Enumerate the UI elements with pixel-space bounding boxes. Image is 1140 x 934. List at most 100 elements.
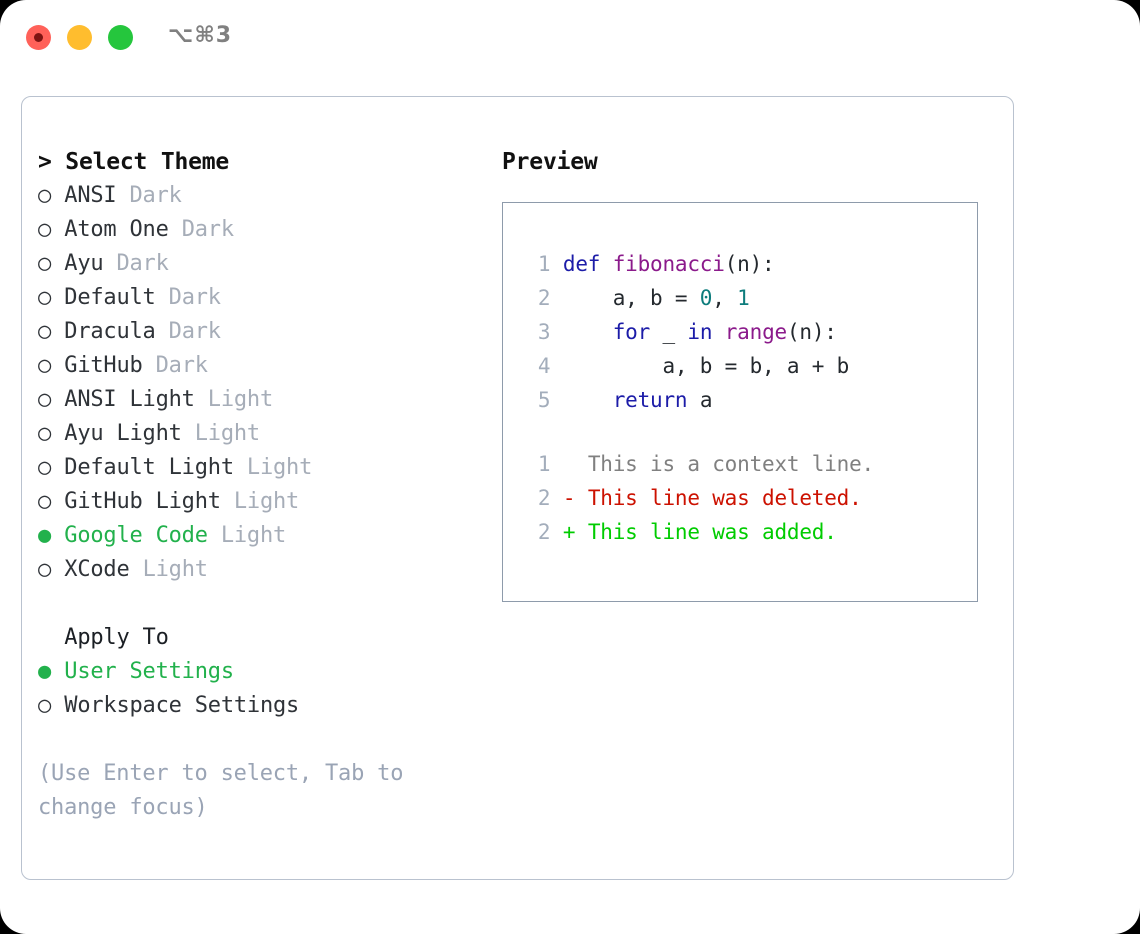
theme-name-label: ANSI [64, 183, 117, 208]
main-panel: > Select Theme ○ ANSI Dark○ Atom One Dar… [21, 96, 1014, 880]
radio-unselected-icon[interactable]: ○ [38, 183, 52, 208]
radio-unselected-icon[interactable]: ○ [38, 557, 52, 582]
code-line: 4 a, b = b, a + b [525, 349, 977, 383]
radio-unselected-icon[interactable]: ○ [38, 489, 52, 514]
code-token-number: 1 [737, 286, 750, 310]
radio-unselected-icon[interactable]: ○ [38, 319, 52, 344]
line-number: 5 [537, 388, 551, 412]
code-token-text [712, 320, 724, 344]
apply-to-label: Workspace Settings [64, 693, 300, 718]
theme-list-item[interactable]: ○ GitHub Light Light [38, 485, 488, 519]
code-token-keyword: in [687, 320, 713, 344]
theme-name-label: ANSI Light [64, 387, 195, 412]
radio-selected-icon[interactable]: ● [38, 523, 52, 548]
theme-category-label: Light [194, 421, 260, 446]
code-token-text: a, b = b, a + b [562, 354, 850, 378]
theme-selector-column: > Select Theme ○ ANSI Dark○ Atom One Dar… [38, 145, 488, 825]
radio-unselected-icon[interactable]: ○ [38, 217, 52, 242]
radio-unselected-icon[interactable]: ○ [38, 387, 52, 412]
line-number: 1 [537, 252, 551, 276]
theme-category-label: Dark [155, 353, 208, 378]
theme-list-item[interactable]: ○ Dracula Dark [38, 315, 488, 349]
theme-name-label: Atom One [64, 217, 169, 242]
apply-to-list[interactable]: ● User Settings○ Workspace Settings [38, 655, 488, 723]
title-bar: ⌥⌘3 [0, 0, 1140, 78]
theme-category-label: Dark [181, 217, 234, 242]
diff-sample: 1 This is a context line.2- This line wa… [525, 447, 977, 549]
theme-list-item[interactable]: ○ Default Light Light [38, 451, 488, 485]
line-number: 1 [537, 452, 551, 476]
theme-name-label: Default [64, 285, 156, 310]
theme-category-label: Dark [168, 285, 221, 310]
code-token-function: fibonacci [612, 252, 725, 276]
theme-category-label: Light [142, 557, 208, 582]
window-controls [26, 25, 133, 50]
apply-to-item[interactable]: ● User Settings [38, 655, 488, 689]
theme-category-label: Light [220, 523, 287, 548]
code-token-function: range [724, 320, 787, 344]
code-token-text [563, 320, 613, 344]
list-spacer [38, 587, 488, 621]
theme-category-label: Light [207, 387, 274, 412]
radio-unselected-icon[interactable]: ○ [38, 251, 52, 276]
theme-category-label: Dark [129, 183, 182, 208]
theme-list-item[interactable]: ○ ANSI Light Light [38, 383, 488, 417]
theme-name-label: Dracula [64, 319, 156, 344]
radio-unselected-icon[interactable]: ○ [38, 693, 52, 718]
theme-list-item[interactable]: ○ Default Dark [38, 281, 488, 315]
diff-text: This line was deleted. [587, 486, 862, 510]
code-token-keyword: for [612, 320, 651, 344]
keyboard-shortcut-label: ⌥⌘3 [168, 23, 233, 48]
theme-list-item[interactable]: ○ Ayu Light Light [38, 417, 488, 451]
diff-marker: + [562, 520, 588, 544]
close-button[interactable] [26, 25, 51, 50]
code-diff-gap [525, 417, 977, 447]
theme-name-label: Google Code [64, 523, 208, 548]
theme-list[interactable]: ○ ANSI Dark○ Atom One Dark○ Ayu Dark○ De… [38, 179, 488, 587]
theme-name-label: GitHub [64, 353, 143, 378]
code-token-text: a, b = [562, 286, 700, 310]
apply-to-item[interactable]: ○ Workspace Settings [38, 689, 488, 723]
diff-marker [563, 452, 588, 476]
theme-name-label: GitHub Light [64, 489, 221, 514]
line-number: 2 [537, 520, 551, 544]
minimize-button[interactable] [67, 25, 92, 50]
radio-unselected-icon[interactable]: ○ [38, 353, 52, 378]
radio-unselected-icon[interactable]: ○ [38, 285, 52, 310]
diff-line-added: 2 + This line was added. [525, 515, 977, 549]
diff-line-deleted: 2- This line was deleted. [525, 481, 977, 515]
apply-to-header: ○ Apply To [38, 621, 488, 655]
maximize-button[interactable] [108, 25, 133, 50]
theme-name-label: Ayu [64, 251, 104, 276]
theme-list-item[interactable]: ○ Ayu Dark [38, 247, 488, 281]
code-token-text: a [687, 388, 713, 412]
theme-category-label: Dark [168, 319, 221, 344]
theme-list-item[interactable]: ● Google Code Light [38, 519, 488, 553]
line-number: 4 [537, 354, 551, 378]
radio-selected-icon[interactable]: ● [38, 659, 52, 684]
code-token-text: (n): [724, 252, 775, 276]
theme-category-label: Light [233, 489, 300, 514]
select-theme-header: > Select Theme [38, 149, 230, 175]
theme-list-item[interactable]: ○ ANSI Dark [38, 179, 488, 213]
theme-list-item[interactable]: ○ XCode Light [38, 553, 488, 587]
theme-list-item[interactable]: ○ GitHub Dark [38, 349, 488, 383]
diff-line-context: 1 This is a context line. [525, 447, 977, 481]
code-line: 2 a, b = 0, 1 [525, 281, 977, 315]
theme-category-label: Light [246, 455, 313, 480]
radio-unselected-icon[interactable]: ○ [38, 455, 52, 480]
radio-unselected-icon[interactable]: ○ [38, 421, 52, 446]
code-token-number: 0 [699, 286, 713, 310]
line-number: 2 [537, 486, 551, 510]
theme-list-item[interactable]: ○ Atom One Dark [38, 213, 488, 247]
apply-to-label: User Settings [64, 659, 234, 684]
theme-name-label: Default Light [64, 455, 234, 480]
theme-name-label: Ayu Light [64, 421, 182, 446]
diff-text: This line was added. [587, 520, 837, 544]
theme-name-label: XCode [64, 557, 130, 582]
line-number: 3 [537, 320, 551, 344]
